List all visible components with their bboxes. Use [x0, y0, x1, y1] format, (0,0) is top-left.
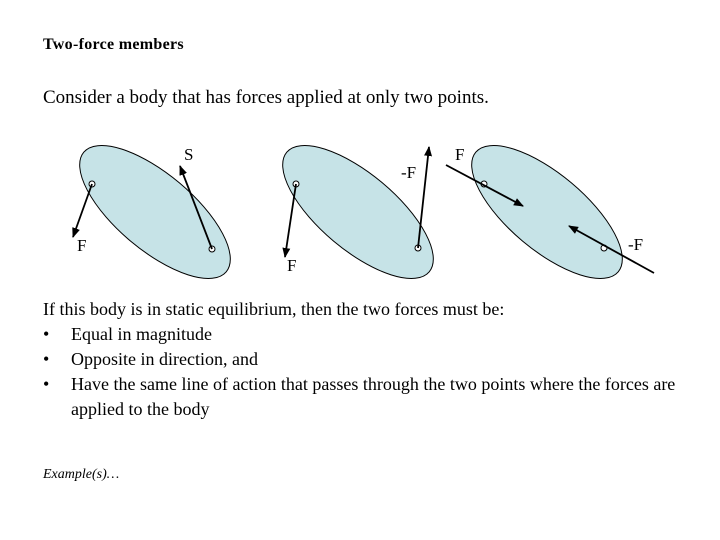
condition-item: • Equal in magnitude: [43, 322, 683, 347]
force-arrow-neg-f-right: [568, 225, 655, 274]
condition-text: Opposite in direction, and: [71, 349, 258, 369]
label-f-left: F: [77, 236, 86, 255]
bullet-symbol: •: [43, 349, 50, 369]
body-3-ellipse: [471, 145, 623, 279]
body-2-ellipse: [282, 145, 434, 279]
force-arrow-f-middle: [282, 183, 297, 258]
force-arrow-f-right: [445, 164, 524, 207]
condition-text: Have the same line of action that passes…: [71, 374, 676, 419]
force-arrow-f-left: [72, 183, 93, 238]
label-neg-f-middle: -F: [401, 163, 416, 182]
condition-item: • Have the same line of action that pass…: [43, 372, 683, 422]
label-s: S: [184, 145, 193, 164]
body-3-group: F -F: [445, 145, 655, 279]
equilibrium-lead: If this body is in static equilibrium, t…: [43, 299, 505, 319]
label-f-right: F: [455, 145, 464, 164]
label-neg-f-right: -F: [628, 235, 643, 254]
intro-text: Consider a body that has forces applied …: [43, 87, 489, 108]
bullet-symbol: •: [43, 324, 50, 344]
conditions-list: • Equal in magnitude • Opposite in direc…: [43, 322, 683, 422]
condition-text: Equal in magnitude: [71, 324, 212, 344]
condition-item: • Opposite in direction, and: [43, 347, 683, 372]
body-2-group: F -F: [282, 145, 434, 279]
examples-footer: Example(s)…: [43, 467, 120, 482]
label-f-middle: F: [287, 256, 296, 275]
slide-title: Two-force members: [43, 36, 184, 53]
body-1-ellipse: [79, 145, 231, 279]
body-1-group: S F: [72, 145, 231, 279]
bullet-symbol: •: [43, 374, 50, 394]
force-arrow-s: [179, 165, 213, 250]
force-arrow-neg-f-middle: [417, 146, 433, 249]
two-force-diagram: S F F -F F -F: [72, 145, 655, 279]
